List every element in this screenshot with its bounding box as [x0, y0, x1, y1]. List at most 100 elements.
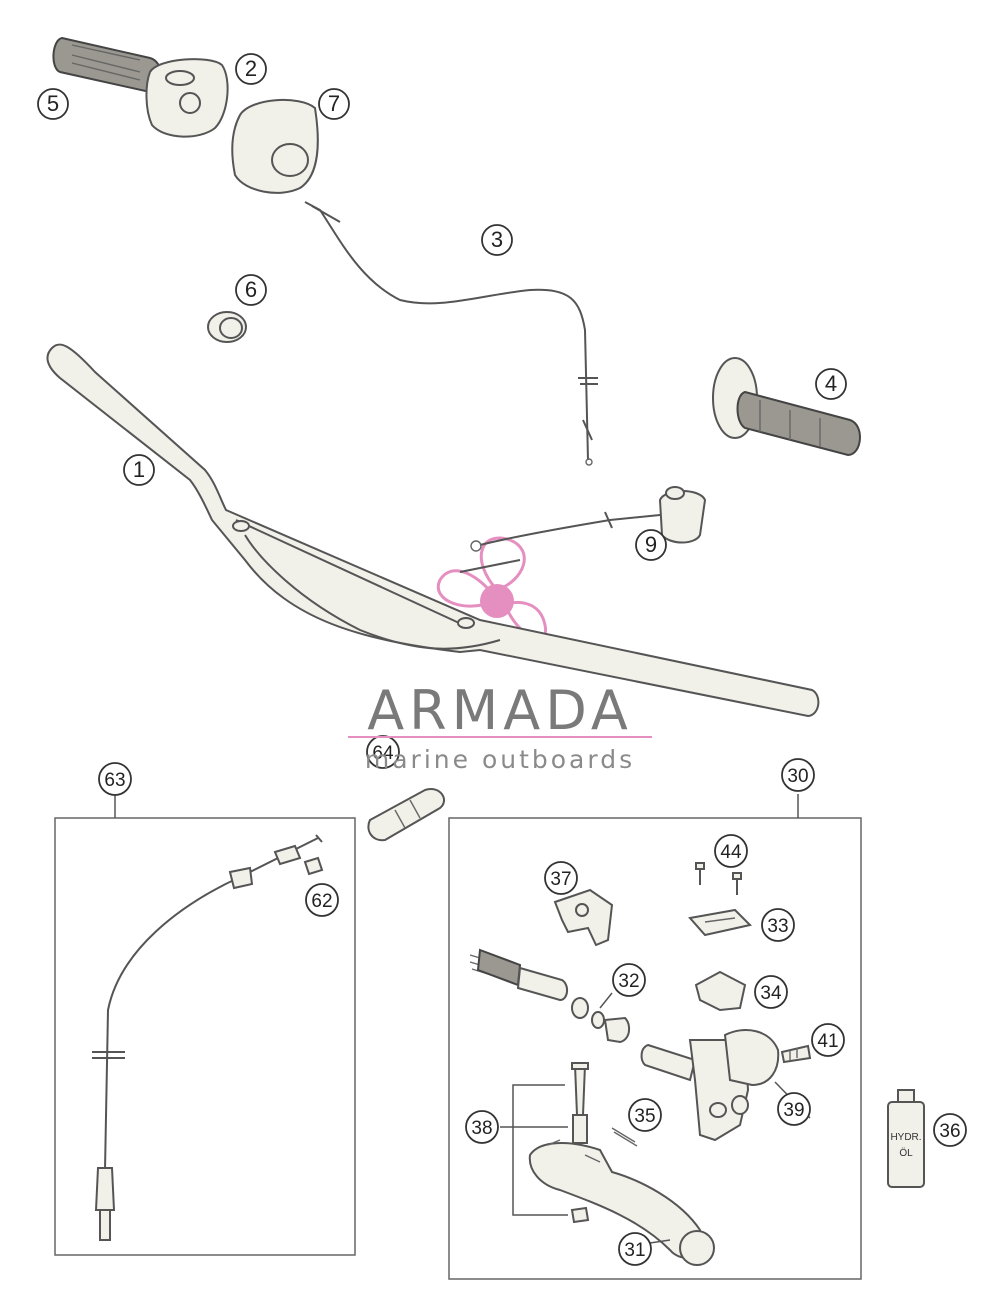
callout-circle: [235, 274, 267, 306]
clutch-cable-group-box: [54, 817, 356, 1256]
callout-circle: [811, 1023, 845, 1057]
callout-label: 7: [328, 91, 340, 116]
hydraulic-oil-bottle-part-36: HYDR. ÖL: [887, 1089, 925, 1188]
callout-7: 7: [318, 88, 350, 120]
callout-circle: [465, 1110, 499, 1144]
reservoir-cover-part-33: [688, 908, 752, 937]
bottle-label-line1: HYDR.: [890, 1132, 921, 1143]
callout-label: 38: [471, 1118, 492, 1139]
callout-label: 6: [245, 277, 257, 302]
callout-circle: [761, 908, 795, 942]
callout-label: 41: [817, 1031, 838, 1052]
callout-circle: [235, 53, 267, 85]
callout-circle: [777, 1092, 811, 1126]
clutch-cable-part-63: [92, 834, 323, 1241]
nut-part-62: [303, 856, 324, 876]
callout-circle: [933, 1113, 967, 1147]
cover-screws-part-44: [695, 862, 742, 895]
callout-label: 1: [133, 457, 145, 482]
callout-33: 33: [761, 908, 795, 942]
callout-39: 39: [777, 1092, 811, 1126]
callout-35: 35: [628, 1098, 662, 1132]
callout-label: 44: [720, 842, 742, 863]
callout-label: 39: [783, 1100, 804, 1121]
callout-6: 6: [235, 274, 267, 306]
callout-circle: [628, 1098, 662, 1132]
callout-label: 4: [825, 371, 837, 396]
callout-label: 2: [245, 56, 257, 81]
throttle-housing-part-2: [145, 58, 229, 138]
callout-circle: [481, 224, 513, 256]
lever-pin-set-part-38: [500, 1062, 590, 1224]
left-grip-part-4: [712, 357, 861, 457]
callout-38: 38: [465, 1110, 499, 1144]
master-cylinder-part-39: [640, 1029, 780, 1142]
callout-label: 62: [311, 891, 332, 912]
callout-44: 44: [714, 834, 748, 868]
watermark-tagline: marine outboards: [365, 745, 635, 774]
callout-label: 35: [634, 1106, 655, 1127]
callout-circle: [714, 834, 748, 868]
screw-part-41: [780, 1044, 812, 1064]
callout-circle: [123, 454, 155, 486]
callout-label: 64: [372, 743, 394, 764]
brake-master-cylinder-group-box: [448, 817, 862, 1280]
callout-1: 1: [123, 454, 155, 486]
callout-circle: [815, 368, 847, 400]
callout-62: 62: [305, 883, 339, 917]
callout-36: 36: [933, 1113, 967, 1147]
callout-3: 3: [481, 224, 513, 256]
callout-label: 3: [491, 227, 503, 252]
callout-circle: [98, 762, 132, 796]
callout-34: 34: [754, 975, 788, 1009]
callout-label: 63: [104, 770, 125, 791]
callout-circle: [618, 1232, 652, 1266]
callout-label: 31: [624, 1240, 645, 1261]
callout-circle: [781, 758, 815, 792]
callout-label: 30: [787, 766, 808, 787]
callout-64: 64: [366, 735, 400, 769]
callout-circle: [318, 88, 350, 120]
throttle-grip-part-5: [52, 36, 163, 94]
callout-circle: [37, 88, 69, 120]
piston-kit-part-32: [469, 948, 631, 1044]
callout-2: 2: [235, 53, 267, 85]
callout-label: 36: [939, 1121, 960, 1142]
callout-4: 4: [815, 368, 847, 400]
throttle-cover-part-7: [231, 98, 319, 194]
callout-circle: [305, 883, 339, 917]
callout-9: 9: [635, 529, 667, 561]
leader-lines: [114, 794, 811, 1248]
callout-label: 32: [618, 971, 639, 992]
callout-circle: [635, 529, 667, 561]
callout-label: 37: [550, 869, 571, 890]
callout-circle: [544, 861, 578, 895]
callout-label: 34: [760, 983, 782, 1004]
callout-30: 30: [781, 758, 815, 792]
adjuster-screw-part-35: [611, 1127, 638, 1147]
membrane-part-34: [694, 970, 747, 1012]
spacer-ring-part-6: [207, 311, 247, 343]
callout-label: 33: [767, 916, 788, 937]
throttle-cable-part-3: [304, 201, 598, 466]
callout-31: 31: [618, 1232, 652, 1266]
rubber-boot-part-64: [367, 788, 445, 842]
clamp-part-37: [553, 888, 614, 947]
callout-label: 5: [47, 91, 59, 116]
callout-32: 32: [612, 963, 646, 997]
callout-63: 63: [98, 762, 132, 796]
bottle-label-line2: ÖL: [899, 1147, 913, 1159]
callout-circle: [612, 963, 646, 997]
watermark-brand: ARMADA: [367, 679, 633, 742]
callout-5: 5: [37, 88, 69, 120]
callout-label: 9: [645, 532, 657, 557]
kill-switch-part-9: [459, 486, 707, 573]
handlebar-part-1: [46, 343, 820, 718]
callout-37: 37: [544, 861, 578, 895]
logo-hub: [480, 584, 514, 618]
callout-circle: [754, 975, 788, 1009]
brake-lever-part-31: [528, 1139, 715, 1266]
callout-41: 41: [811, 1023, 845, 1057]
